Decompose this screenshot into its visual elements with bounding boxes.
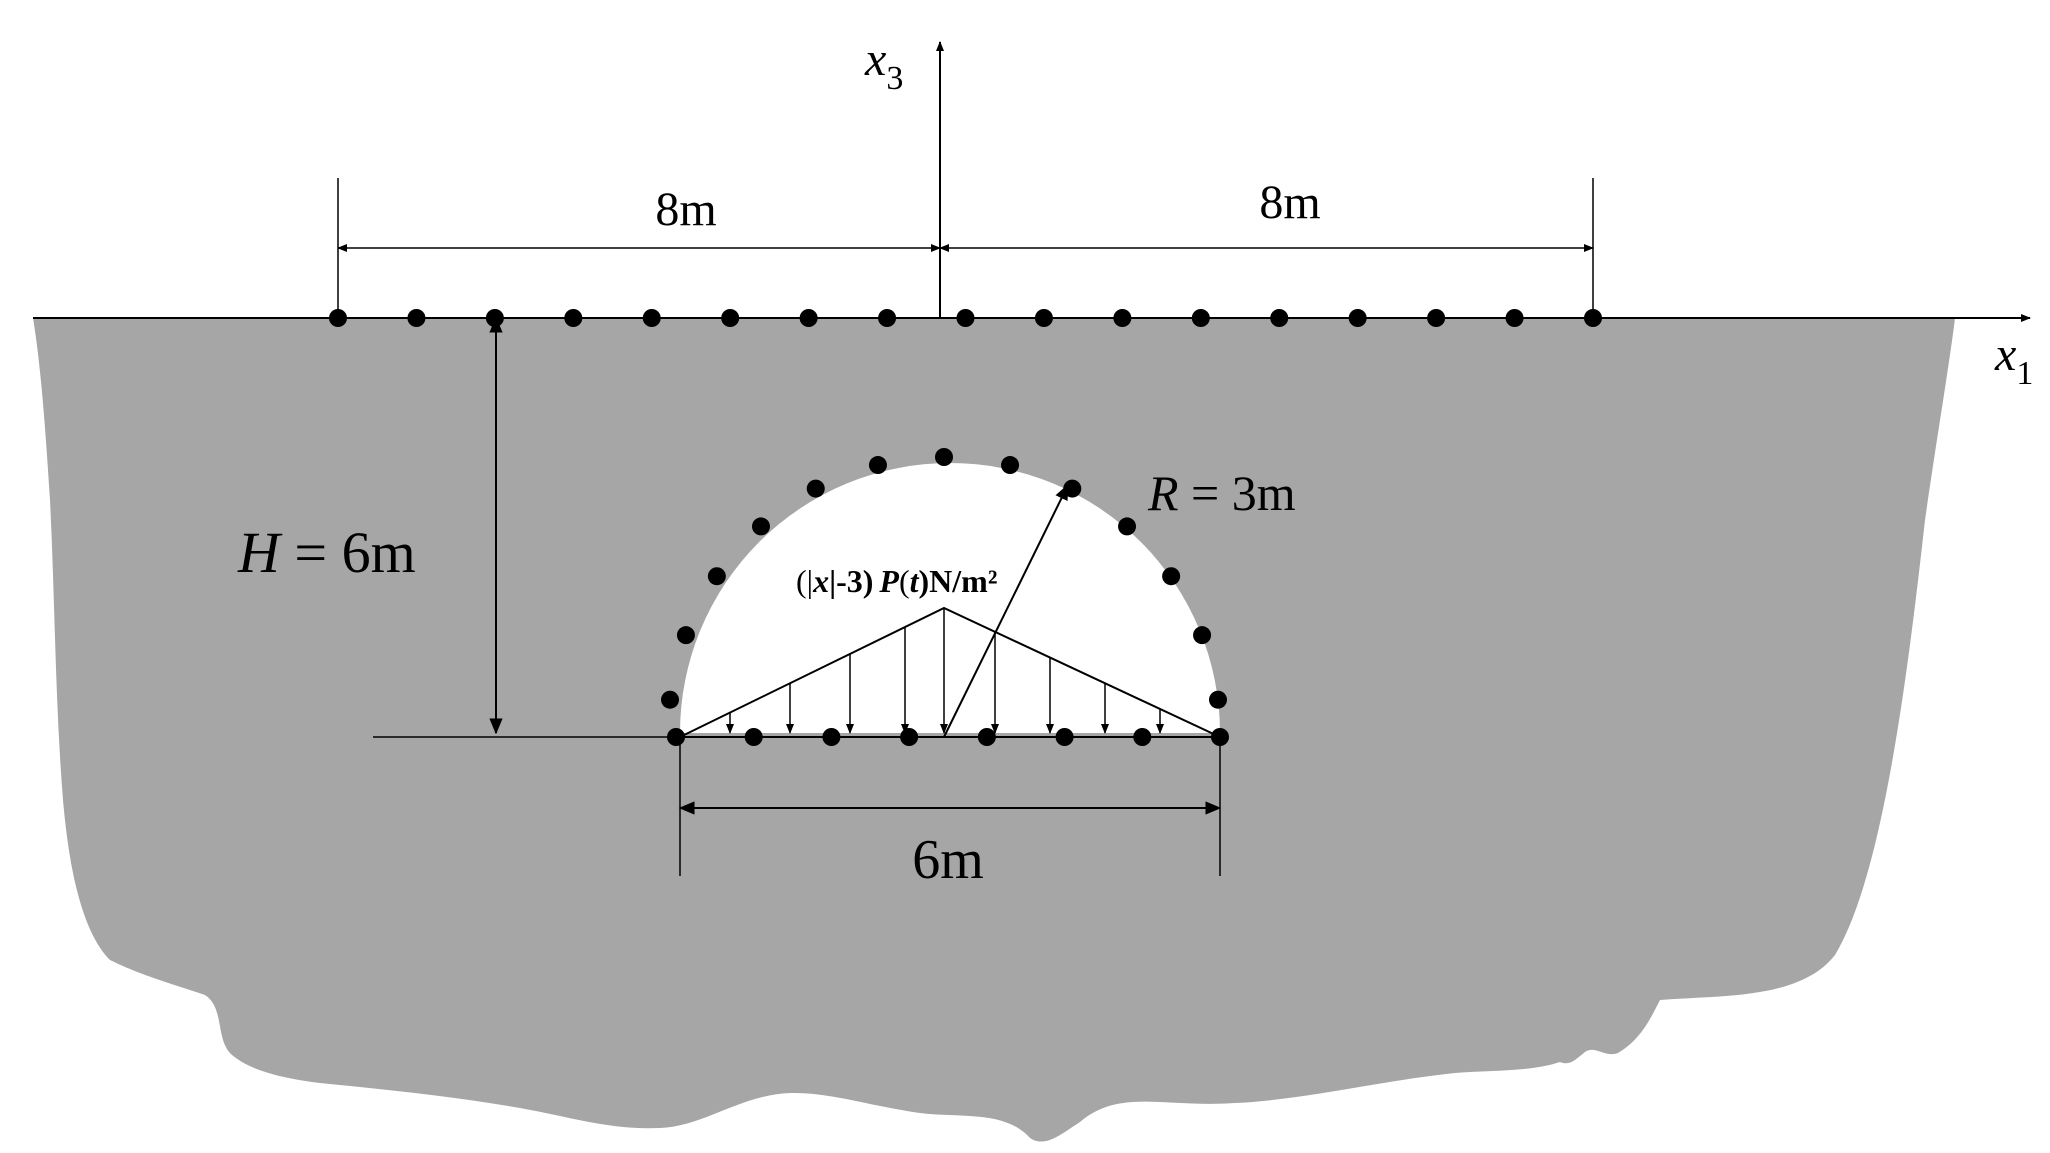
arc-node bbox=[1193, 626, 1212, 645]
surface-node bbox=[721, 309, 740, 327]
surface-node bbox=[1191, 309, 1210, 327]
base-node bbox=[1055, 728, 1074, 746]
arc-node bbox=[676, 626, 695, 645]
surface-node bbox=[642, 309, 661, 327]
base-node bbox=[900, 728, 919, 746]
boundary-nodes bbox=[329, 309, 1602, 746]
left-span-label: 8m bbox=[655, 183, 716, 236]
surface-node bbox=[329, 309, 347, 327]
surface-node bbox=[485, 309, 504, 327]
arc-node bbox=[1208, 690, 1227, 709]
load-label: (|x|-3)P(t)N/m² bbox=[796, 563, 997, 599]
depth-label: H = 6m bbox=[237, 520, 416, 585]
surface-node bbox=[956, 309, 975, 327]
radius-label: R = 3m bbox=[1147, 465, 1296, 521]
arc-node bbox=[868, 456, 887, 475]
arc-node bbox=[661, 690, 680, 709]
surface-node bbox=[407, 309, 426, 327]
surface-node bbox=[1113, 309, 1132, 327]
arc-node bbox=[1001, 456, 1020, 475]
surface-node bbox=[878, 309, 897, 327]
arc-node bbox=[707, 567, 726, 586]
surface-node bbox=[1270, 309, 1289, 327]
radius-arrow bbox=[943, 483, 1069, 738]
ground-region bbox=[33, 318, 1955, 1142]
arc-node bbox=[806, 479, 825, 498]
base-node bbox=[744, 728, 763, 746]
surface-node bbox=[564, 309, 583, 327]
load-triangle bbox=[679, 606, 1221, 738]
base-node bbox=[1211, 728, 1229, 746]
arc-node bbox=[935, 448, 953, 466]
right-span-label: 8m bbox=[1259, 176, 1320, 229]
base-node bbox=[667, 728, 685, 746]
surface-node bbox=[799, 309, 818, 327]
surface-node bbox=[1505, 309, 1524, 327]
surface-node bbox=[1034, 309, 1053, 327]
arc-node bbox=[1118, 517, 1137, 536]
surface-node bbox=[1584, 309, 1602, 327]
surface-node bbox=[1427, 309, 1446, 327]
arc-node bbox=[1162, 567, 1181, 586]
base-node bbox=[1133, 728, 1152, 746]
surface-node bbox=[1348, 309, 1367, 327]
base-node bbox=[822, 728, 841, 746]
base-node bbox=[977, 728, 996, 746]
arc-node bbox=[751, 517, 770, 536]
arc-node bbox=[1063, 479, 1082, 498]
x3-axis-label: x3 bbox=[864, 33, 903, 97]
base-width-label: 6m bbox=[912, 829, 984, 891]
load-arrows bbox=[726, 608, 1164, 734]
x1-axis-label: x1 bbox=[1994, 328, 2033, 392]
